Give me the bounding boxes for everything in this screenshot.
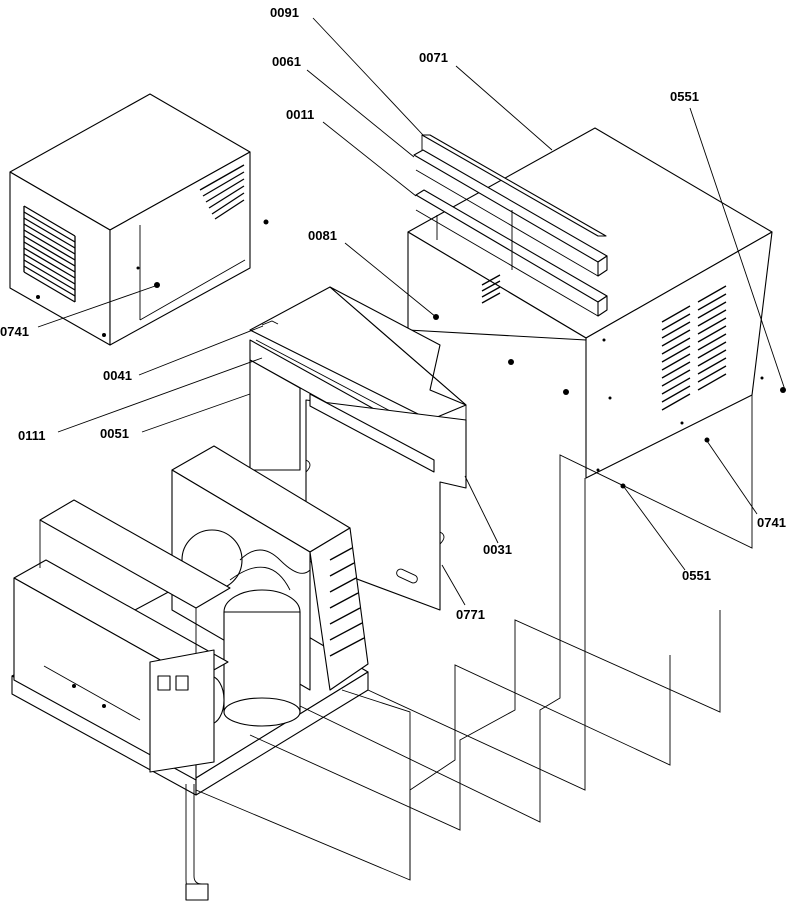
top-brackets xyxy=(413,134,608,317)
callout-0081: 0081 xyxy=(308,228,337,243)
outer-cabinet-top-vents xyxy=(481,274,501,304)
callout-0741-left: 0741 xyxy=(0,324,29,339)
assembly-guide-lines xyxy=(195,395,753,881)
outer-cabinet xyxy=(407,127,786,489)
callout-0061: 0061 xyxy=(272,54,301,69)
callout-0741-right: 0741 xyxy=(757,515,786,530)
callout-0111: 0111 xyxy=(18,428,46,443)
callout-0771: 0771 xyxy=(456,607,485,622)
evaporator-housing xyxy=(13,499,231,781)
callout-0031: 0031 xyxy=(483,542,512,557)
top-cover xyxy=(249,286,467,443)
callout-0011: 0011 xyxy=(286,107,314,122)
callout-0091: 0091 xyxy=(270,5,299,20)
callout-0041: 0041 xyxy=(103,368,132,383)
outer-cabinet-louvers-left xyxy=(661,305,691,411)
outer-cabinet-louvers-right xyxy=(697,285,727,391)
callout-labels: 0091 0061 0071 0011 0551 0081 0741 0041 … xyxy=(0,5,786,622)
front-cabinet-side-grille xyxy=(199,164,245,220)
front-cabinet-grille xyxy=(23,205,76,303)
drain-hose xyxy=(185,784,209,901)
callout-0551-bottom: 0551 xyxy=(682,568,711,583)
callout-0051: 0051 xyxy=(100,426,129,441)
leader-lines xyxy=(37,17,786,606)
callout-0551-top: 0551 xyxy=(670,89,699,104)
front-cabinet xyxy=(9,93,269,346)
callout-0071: 0071 xyxy=(419,50,448,65)
